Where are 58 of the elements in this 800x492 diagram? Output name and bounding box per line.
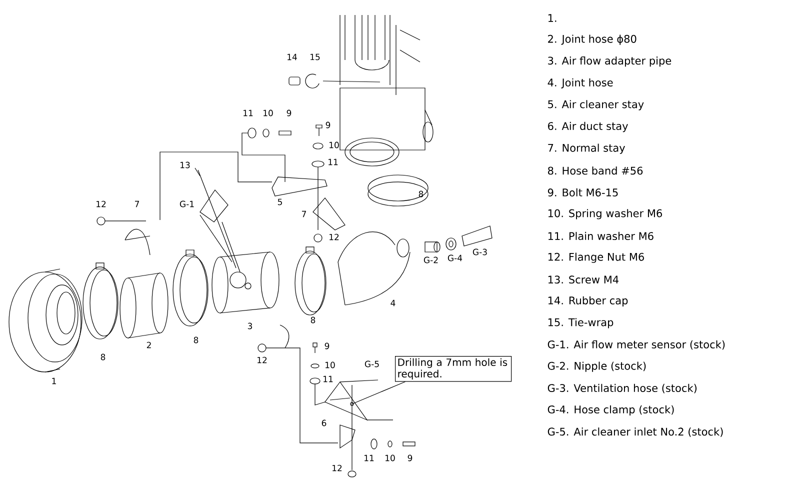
callout-number: 12 [96, 200, 106, 208]
parts-list-item: 12. Flange Nut M6 [548, 252, 644, 263]
callout-number: 12 [330, 234, 339, 240]
parts-list-item: G-1. Air flow meter sensor (stock) [548, 340, 725, 350]
callout-number: 4 [390, 300, 396, 306]
callout-number: 8 [100, 354, 106, 360]
callout-number: 1 [52, 378, 56, 384]
callout-number: 5 [278, 198, 282, 206]
parts-list-item: 3. Air flow adapter pipe [548, 56, 672, 67]
callout-number: 12 [332, 464, 342, 472]
callout-number: 10 [330, 142, 339, 148]
callout-number: 9 [324, 342, 330, 350]
parts-list-item: 4. Joint hose [548, 78, 613, 88]
callout-number: 13 [180, 162, 190, 168]
callout-number: 7 [135, 200, 139, 208]
leader-line [352, 381, 406, 404]
callout-number: 15 [310, 54, 320, 60]
callout-number: 10 [386, 454, 395, 462]
parts-list-item: 15. Tie-wrap [548, 318, 614, 328]
callout-number: G-2 [424, 256, 438, 264]
callout-number: 14 [288, 54, 297, 60]
callout-number: 8 [418, 190, 424, 198]
callout-number: 7 [302, 210, 306, 218]
callout-number: 2 [146, 342, 151, 348]
callout-number: 8 [310, 316, 316, 324]
parts-list-item: 7. Normal stay [548, 144, 626, 154]
callout-number: 9 [326, 122, 330, 128]
callout-number: 8 [194, 336, 198, 344]
note-box: Drilling a 7mm hole is required. [395, 356, 512, 382]
parts-list-item: 5. Air cleaner stay [548, 100, 644, 110]
callout-number: 11 [324, 376, 333, 382]
parts-list-item: 9. Bolt M6-15 [548, 188, 618, 196]
parts-list-item: 13. Screw M4 [548, 276, 618, 284]
callout-number: G-1 [180, 200, 194, 208]
callout-number: 12 [258, 356, 267, 364]
parts-list-item: G-2. Nipple (stock) [548, 362, 646, 372]
callout-number: 11 [328, 158, 338, 166]
parts-list-item: G-4. Hose clamp (stock) [548, 405, 674, 416]
parts-list-item: 11. Plain washer M6 [548, 232, 654, 240]
parts-list-item: 8. Hose band #56 [548, 166, 643, 175]
callout-number: 9 [286, 110, 292, 116]
callout-number: 10 [326, 362, 335, 368]
parts-list-item: G-3. Ventilation hose (stock) [548, 384, 697, 394]
parts-list-item: 6. Air duct stay [548, 122, 628, 132]
parts-list-item: G-5. Air cleaner inlet No.2 (stock) [548, 428, 723, 437]
callout-number: 11 [364, 454, 374, 462]
parts-list-item: 1. [548, 14, 556, 22]
parts-list-item: 2. Joint hose ϕ80 [548, 34, 636, 45]
callout-number: G-4 [448, 254, 462, 262]
callout-number: 11 [244, 110, 253, 116]
parts-list-item: 10. Spring washer M6 [548, 209, 662, 220]
callout-number: 3 [248, 322, 252, 330]
callout-number: G-5 [364, 360, 379, 368]
callout-number: 6 [322, 420, 326, 426]
callout-number: 9 [408, 454, 412, 462]
parts-list-item: 14. Rubber cap [548, 296, 628, 306]
callout-number: G-3 [472, 248, 487, 256]
callout-number: 10 [264, 110, 273, 116]
